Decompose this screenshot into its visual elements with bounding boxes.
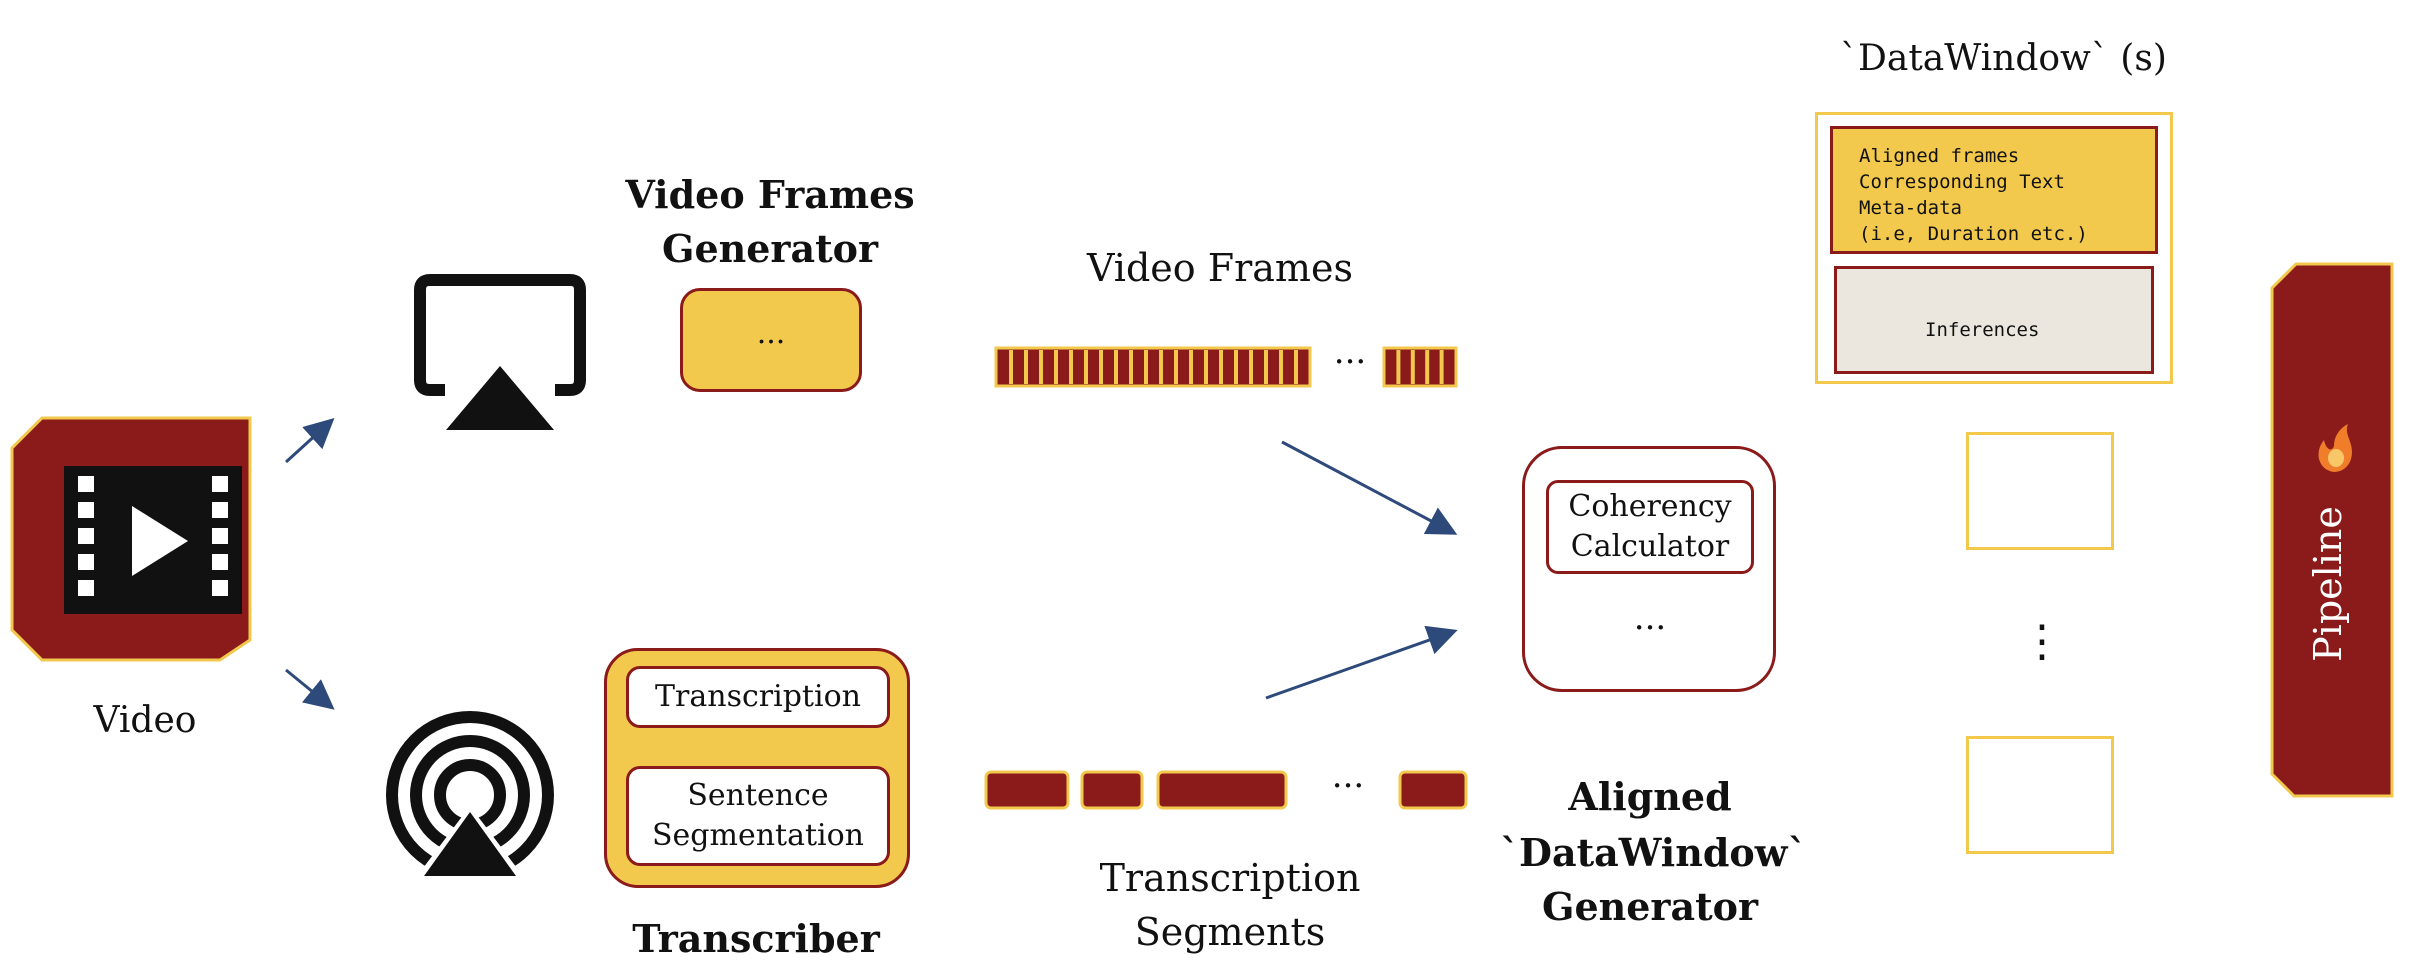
sentence-segmentation-step: Sentence Segmentation	[626, 766, 890, 866]
datawindow-line: Corresponding Text	[1859, 171, 2065, 193]
video-node	[10, 416, 252, 662]
inferences-label: Inferences	[1925, 319, 2040, 341]
arrow-video-to-audio	[285, 668, 335, 710]
video-frames-label: Video Frames	[1087, 246, 1353, 290]
aligned-generator-title-line1: Aligned	[1568, 774, 1732, 819]
arrow-frames-to-aligned	[1281, 440, 1458, 535]
video-frames-ellipsis: ...	[1333, 332, 1367, 372]
aligned-generator-title-line2: `DataWindow`	[1500, 830, 1807, 875]
datawindow-placeholder	[1966, 432, 2114, 550]
screen-cast-icon	[414, 274, 586, 430]
audio-cast-icon	[386, 711, 554, 880]
video-frames-generator-title-line1: Video Frames	[625, 172, 915, 217]
segment	[1398, 770, 1468, 810]
aligned-generator-ellipsis: ...	[1633, 598, 1667, 638]
segment	[1080, 770, 1144, 810]
datawindow-placeholder	[1966, 736, 2114, 854]
video-frames-generator-ellipsis: ...	[756, 315, 786, 351]
datawindow-content: Aligned frames Corresponding Text Meta-d…	[1830, 126, 2158, 254]
video-film-icon	[64, 466, 242, 614]
inferences-box: Inferences	[1834, 266, 2154, 374]
datawindow-line: Aligned frames	[1859, 145, 2020, 167]
segments-ellipsis: ...	[1331, 756, 1365, 796]
datawindow-line: Meta-data	[1859, 197, 1962, 219]
transcriber-label: Transcriber	[632, 916, 880, 961]
segment	[1156, 770, 1288, 810]
arrow-video-to-frames	[284, 417, 335, 464]
video-frames-generator-title-line2: Generator	[662, 226, 878, 271]
datawindow-line: (i.e, Duration etc.)	[1859, 223, 2088, 245]
flame-icon	[2318, 424, 2352, 472]
transcription-segments-label-line2: Segments	[1134, 910, 1326, 954]
video-label: Video	[93, 700, 197, 741]
frame-strip-end	[1382, 346, 1458, 388]
pipeline-node	[2270, 262, 2394, 798]
arrow-segments-to-aligned	[1265, 625, 1458, 700]
frame-strip	[994, 346, 1312, 388]
transcription-step-label: Transcription	[655, 679, 861, 714]
coherency-calculator-box: Coherency Calculator	[1546, 480, 1754, 574]
sentence-segmentation-line2: Segmentation	[651, 818, 864, 853]
transcription-step: Transcription	[626, 666, 890, 728]
datawindow-title: `DataWindow` (s)	[1840, 38, 2167, 79]
aligned-generator-title-line3: Generator	[1542, 884, 1758, 929]
transcription-segments-label-line1: Transcription	[1099, 856, 1361, 900]
sentence-segmentation-line1: Sentence	[687, 778, 829, 813]
coherency-line1: Coherency	[1568, 489, 1732, 524]
video-frames-generator-box: ...	[680, 288, 862, 392]
transcription-segments	[984, 770, 1468, 810]
segment	[984, 770, 1070, 810]
pipeline-label: Pipeline	[2306, 506, 2350, 662]
coherency-line2: Calculator	[1570, 529, 1730, 564]
datawindow-vertical-ellipsis: ⋮	[2020, 616, 2064, 667]
video-frames-stream	[994, 346, 1458, 388]
